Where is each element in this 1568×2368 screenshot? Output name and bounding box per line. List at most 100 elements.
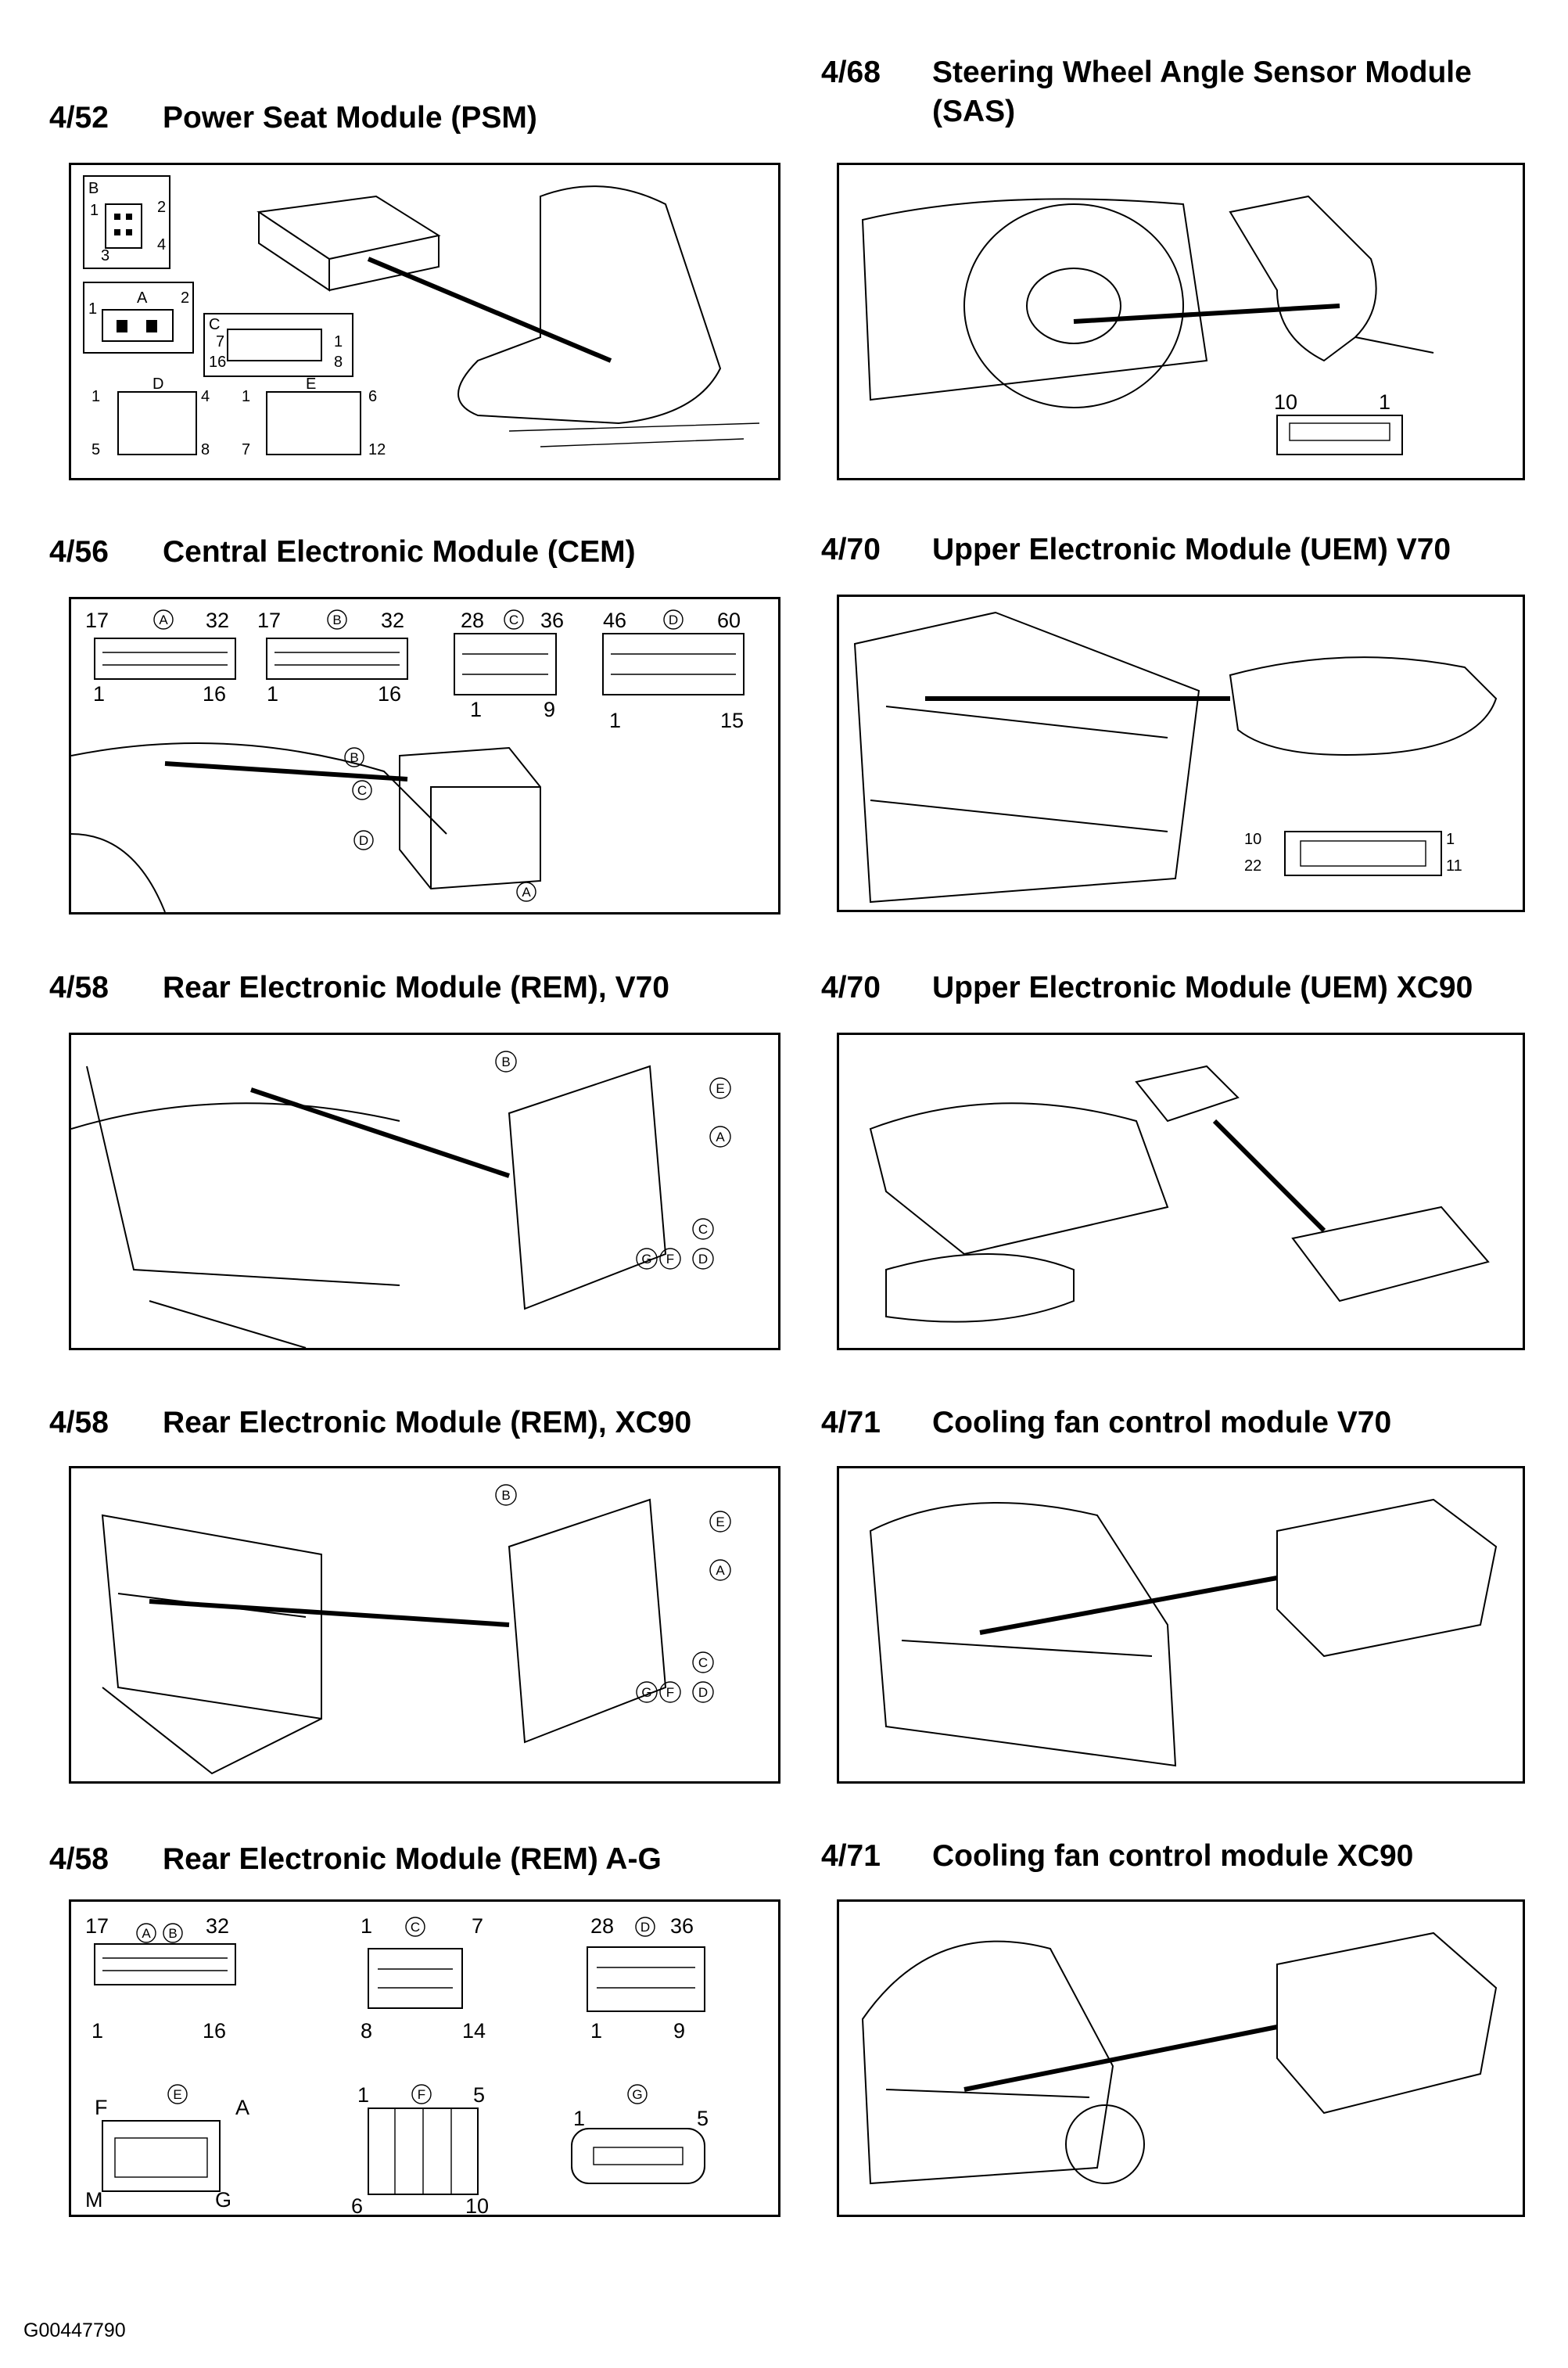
label-1: 1 — [88, 300, 97, 318]
label-17: 17 — [257, 609, 281, 632]
figure-title: Cooling fan control module XC90 — [932, 1839, 1414, 1873]
label-5: 5 — [697, 2107, 709, 2130]
diagram-frame: B 1 2 3 4 A 1 2 C 7 16 1 8 D 1 4 5 — [69, 163, 780, 480]
label-b: B — [501, 1055, 510, 1069]
fan-xc90-diagram — [861, 1931, 1498, 2185]
label-14: 14 — [462, 2019, 486, 2043]
label-a: A — [159, 613, 168, 627]
label-28: 28 — [590, 1914, 614, 1938]
diagram-frame — [837, 1033, 1525, 1350]
label-6: 6 — [368, 388, 377, 405]
figure-number: 4/58 — [49, 1842, 109, 1876]
rem-v70-diagram: B E A C G F D — [71, 1051, 731, 1349]
label-1: 1 — [573, 2107, 585, 2130]
label-a: A — [716, 1563, 725, 1578]
figure-title: Rear Electronic Module (REM) A-G — [163, 1842, 662, 1876]
label-m: M — [85, 2188, 103, 2212]
figure-title: Central Electronic Module (CEM) — [163, 535, 636, 569]
label-10: 10 — [1274, 390, 1297, 414]
figure-number: 4/58 — [49, 1406, 109, 1439]
label-b: B — [88, 180, 99, 197]
label-b: B — [168, 1926, 177, 1941]
figure-title: Cooling fan control module V70 — [932, 1406, 1392, 1439]
figure-number: 4/70 — [821, 533, 881, 566]
diagram-frame — [837, 1466, 1525, 1784]
label-f: F — [95, 2096, 108, 2119]
label-c: C — [209, 316, 220, 333]
label-f: F — [666, 1685, 674, 1700]
label-22: 22 — [1244, 857, 1261, 875]
label-4: 4 — [157, 236, 166, 253]
label-1: 1 — [267, 682, 278, 706]
label-32: 32 — [381, 609, 404, 632]
label-1: 1 — [357, 2083, 369, 2107]
label-d: D — [359, 833, 368, 848]
label-60: 60 — [717, 609, 741, 632]
label-d: D — [669, 613, 678, 627]
label-c: C — [698, 1222, 708, 1237]
figure-title: Upper Electronic Module (UEM) XC90 — [932, 971, 1473, 1004]
label-g: G — [641, 1685, 651, 1700]
label-16: 16 — [378, 682, 401, 706]
label-e: E — [306, 376, 316, 393]
label-16: 16 — [203, 682, 226, 706]
label-f: F — [666, 1252, 674, 1267]
label-2: 2 — [157, 199, 166, 216]
label-a: A — [716, 1130, 725, 1144]
label-11: 11 — [1446, 857, 1462, 875]
rem-ag-diagram: 17 A B 32 1 16 1 C 7 8 14 28 D 36 1 9 F — [85, 1914, 709, 2218]
label-c: C — [698, 1655, 708, 1670]
label-17: 17 — [85, 609, 109, 632]
label-28: 28 — [461, 609, 484, 632]
label-c: C — [411, 1920, 420, 1935]
label-1: 1 — [91, 388, 100, 405]
label-g: G — [632, 2087, 642, 2102]
figure-title-line2: (SAS) — [932, 95, 1016, 128]
label-16: 16 — [203, 2019, 226, 2043]
label-1: 1 — [242, 388, 250, 405]
psm-diagram: B 1 2 3 4 A 1 2 C 7 16 1 8 D 1 4 5 — [83, 175, 760, 458]
diagram-frame — [837, 1899, 1525, 2217]
label-1: 1 — [609, 709, 621, 732]
diagram-frame: B E A C G F D — [69, 1033, 780, 1350]
label-d: D — [698, 1252, 708, 1267]
label-36: 36 — [540, 609, 564, 632]
label-8: 8 — [201, 441, 210, 458]
label-5: 5 — [473, 2083, 485, 2107]
fan-v70-diagram — [869, 1498, 1498, 1767]
figure-title: Power Seat Module (PSM) — [163, 101, 537, 135]
label-5: 5 — [91, 441, 100, 458]
figure-number: 4/68 — [821, 56, 881, 89]
label-10: 10 — [465, 2194, 489, 2218]
figure-title: Upper Electronic Module (UEM) V70 — [932, 533, 1451, 566]
label-a: A — [235, 2096, 249, 2119]
label-32: 32 — [206, 609, 229, 632]
label-1: 1 — [361, 1914, 372, 1938]
label-9: 9 — [673, 2019, 685, 2043]
diagram-frame: 10 1 — [837, 163, 1525, 480]
label-1: 1 — [90, 202, 99, 219]
figure-title: Rear Electronic Module (REM), XC90 — [163, 1406, 692, 1439]
figure-number: 4/56 — [49, 535, 109, 569]
label-f: F — [418, 2087, 425, 2102]
label-g: G — [215, 2188, 231, 2212]
label-1: 1 — [1446, 831, 1455, 848]
label-c: C — [357, 783, 367, 798]
label-17: 17 — [85, 1914, 109, 1938]
label-g: G — [641, 1252, 651, 1267]
label-8: 8 — [334, 354, 343, 371]
label-12: 12 — [368, 441, 386, 458]
label-c: C — [509, 613, 518, 627]
label-1: 1 — [93, 682, 105, 706]
figure-number: 4/71 — [821, 1406, 881, 1439]
cem-diagram: 17 A 32 1 16 17 B 32 1 16 28 C 36 1 9 46 — [71, 609, 745, 913]
label-d: D — [152, 376, 163, 393]
label-10: 10 — [1244, 831, 1261, 848]
label-7: 7 — [216, 333, 224, 350]
label-36: 36 — [670, 1914, 694, 1938]
label-b: B — [350, 750, 358, 765]
label-9: 9 — [544, 698, 555, 721]
label-e: E — [173, 2087, 181, 2102]
label-2: 2 — [181, 289, 189, 307]
label-1: 1 — [1379, 390, 1390, 414]
